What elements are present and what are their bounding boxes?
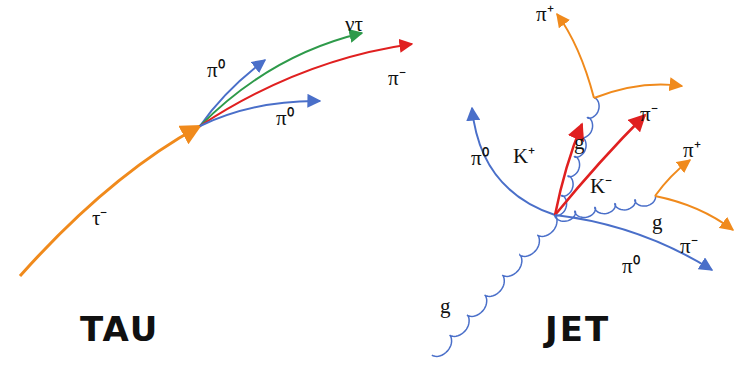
particle-label: π⁺ [536, 4, 554, 25]
tau-track [20, 126, 200, 276]
figure-title: TAU [80, 312, 159, 346]
particle-label: π⁰ [622, 256, 640, 277]
particle-label: g [652, 212, 663, 233]
particle-label: π⁻ [640, 104, 658, 125]
particle-label: π⁰ [207, 60, 225, 81]
pion-track [557, 14, 594, 98]
pion-track [655, 196, 733, 230]
gluon-line [432, 215, 557, 356]
particle-label: g [574, 132, 585, 153]
particle-label: K⁺ [513, 146, 535, 167]
pion-track [472, 108, 555, 215]
pion-track [594, 85, 682, 99]
pion-track [200, 101, 320, 126]
figure-title: JET [545, 312, 610, 346]
particle-label: K⁻ [590, 176, 612, 197]
kaon-track [555, 115, 645, 215]
particle-label: π⁺ [683, 140, 701, 161]
pion-track [655, 160, 690, 196]
particle-label: π⁰ [276, 108, 294, 129]
particle-label: g [440, 296, 451, 317]
pion-track [200, 44, 412, 126]
particle-label: π⁻ [388, 68, 406, 89]
particle-label: π⁰ [471, 148, 489, 169]
gluon-line [555, 98, 599, 216]
particle-label: τ⁻ [92, 208, 107, 229]
particle-label: π⁻ [680, 236, 698, 257]
neutrino-label: ντ [345, 14, 363, 35]
